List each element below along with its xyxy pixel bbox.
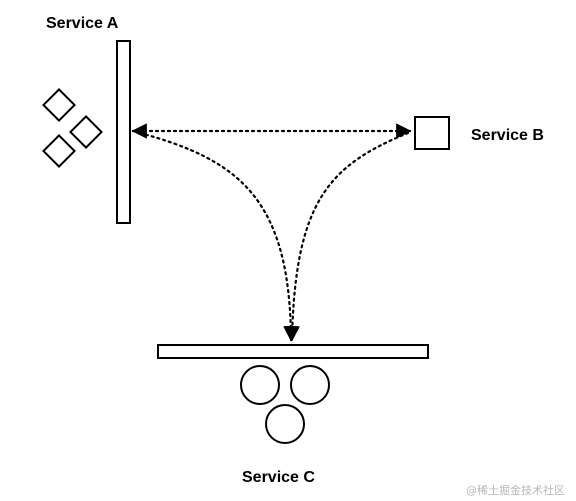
service-a: Service A — [42, 15, 131, 224]
link-a-c — [138, 131, 299, 342]
link-b-c — [284, 131, 410, 342]
service-b: Service B — [414, 116, 544, 150]
service-a-label: Service A — [46, 15, 119, 32]
service-a-bar — [116, 40, 131, 224]
service-c-instance-2 — [290, 365, 330, 405]
service-c-label: Service C — [242, 469, 315, 486]
service-a-instance-2 — [69, 115, 103, 149]
watermark-text: @稀土掘金技术社区 — [466, 483, 565, 497]
service-c-bar — [157, 344, 429, 359]
service-c-instance-3 — [265, 404, 305, 444]
service-b-box — [414, 116, 450, 150]
service-b-label: Service B — [471, 127, 544, 144]
service-a-instance-1 — [42, 88, 76, 122]
service-c-instance-1 — [240, 365, 280, 405]
service-c: Service C — [157, 344, 429, 486]
service-a-instance-3 — [42, 134, 76, 168]
